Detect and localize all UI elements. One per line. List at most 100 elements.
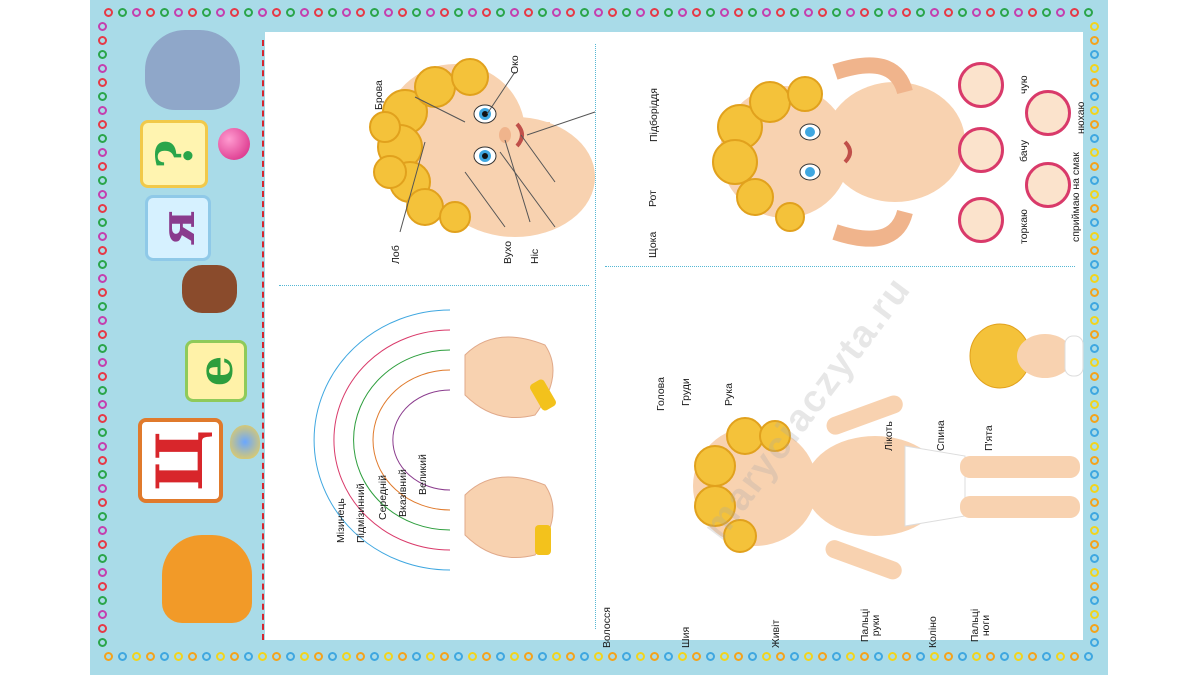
- bead: [98, 64, 107, 73]
- bead: [1014, 652, 1023, 661]
- bead: [98, 372, 107, 381]
- ball-icon: [218, 128, 250, 160]
- bead: [734, 8, 743, 17]
- bead: [944, 8, 953, 17]
- label-nose: Ніс: [529, 248, 541, 264]
- bead: [104, 652, 113, 661]
- bead: [818, 8, 827, 17]
- arm-bottom: [825, 540, 902, 580]
- bead: [1090, 330, 1099, 339]
- label-neck: Шия: [680, 626, 692, 648]
- label-eye: Око: [509, 55, 521, 74]
- bead: [1090, 484, 1099, 493]
- bead: [98, 344, 107, 353]
- cuff-bottom: [535, 525, 551, 555]
- label-ear: Вухо: [502, 240, 514, 264]
- bead: [510, 652, 519, 661]
- bead: [174, 8, 183, 17]
- body-panel: Голова Груди Рука Волосся Шия Живіт Паль…: [601, 266, 1084, 648]
- bead: [1090, 358, 1099, 367]
- bead: [342, 652, 351, 661]
- bead: [412, 8, 421, 17]
- bead: [258, 8, 267, 17]
- bead: [98, 358, 107, 367]
- bead: [650, 652, 659, 661]
- bead: [1084, 652, 1093, 661]
- senses-hair-curls: [712, 76, 823, 232]
- bead: [748, 652, 757, 661]
- bead: [594, 652, 603, 661]
- bead: [356, 8, 365, 17]
- bead: [958, 652, 967, 661]
- bead: [1090, 64, 1099, 73]
- bead: [384, 652, 393, 661]
- label-toes: Пальці ноги: [969, 608, 992, 643]
- label-middle: Середній: [377, 475, 389, 520]
- sense-hand-icon: [958, 197, 1004, 243]
- bead: [1090, 36, 1099, 45]
- bead: [902, 8, 911, 17]
- bead: [98, 526, 107, 535]
- bead: [790, 8, 799, 17]
- bead: [1090, 428, 1099, 437]
- label-heel: П'ята: [983, 425, 995, 451]
- bead: [160, 652, 169, 661]
- bead: [174, 652, 183, 661]
- bead: [762, 652, 771, 661]
- bead: [258, 652, 267, 661]
- senses-body-shape: [825, 82, 965, 202]
- bead: [1000, 652, 1009, 661]
- label-hear: чую: [1018, 75, 1030, 94]
- bead: [510, 8, 519, 17]
- bead: [482, 652, 491, 661]
- bead: [566, 8, 575, 17]
- bead: [1090, 400, 1099, 409]
- bead: [98, 274, 107, 283]
- label-elbow: Лікоть: [883, 421, 895, 451]
- bead: [98, 92, 107, 101]
- bead: [1090, 456, 1099, 465]
- bead: [804, 652, 813, 661]
- bead: [608, 8, 617, 17]
- bead: [356, 652, 365, 661]
- bead: [1090, 22, 1099, 31]
- bead: [272, 8, 281, 17]
- bead: [146, 8, 155, 17]
- bead: [98, 414, 107, 423]
- bead: [98, 596, 107, 605]
- bead: [1090, 596, 1099, 605]
- label-chest: Груди: [680, 378, 692, 406]
- bead: [118, 8, 127, 17]
- bead: [972, 652, 981, 661]
- bead: [98, 148, 107, 157]
- bead: [1014, 8, 1023, 17]
- sense-eye-icon: [958, 127, 1004, 173]
- bead: [468, 652, 477, 661]
- bead: [98, 442, 107, 451]
- bead: [580, 8, 589, 17]
- bead: [98, 512, 107, 521]
- bead: [328, 8, 337, 17]
- content-sheet: Брова Око Підборіддя Рот Щока Ніс Вухо Л…: [265, 32, 1087, 648]
- bead: [440, 652, 449, 661]
- bead: [216, 8, 225, 17]
- bead: [888, 652, 897, 661]
- bead: [1090, 204, 1099, 213]
- label-pinky: Мізинець: [335, 498, 347, 543]
- leg-top: [960, 456, 1080, 478]
- bead: [1090, 638, 1099, 647]
- arm-top: [826, 395, 903, 435]
- tiger-toy-icon: [162, 535, 252, 623]
- bead: [216, 652, 225, 661]
- bead: [300, 652, 309, 661]
- arm-up-left: [832, 57, 913, 95]
- bead: [454, 8, 463, 17]
- bead: [1090, 274, 1099, 283]
- bead: [412, 652, 421, 661]
- senses-panel: чую нюхаю бачу сприймаю на смак торкаю: [605, 32, 1087, 266]
- bead: [692, 8, 701, 17]
- body-hair-curls: [694, 417, 791, 553]
- bead: [776, 8, 785, 17]
- bead: [1090, 442, 1099, 451]
- bead: [98, 624, 107, 633]
